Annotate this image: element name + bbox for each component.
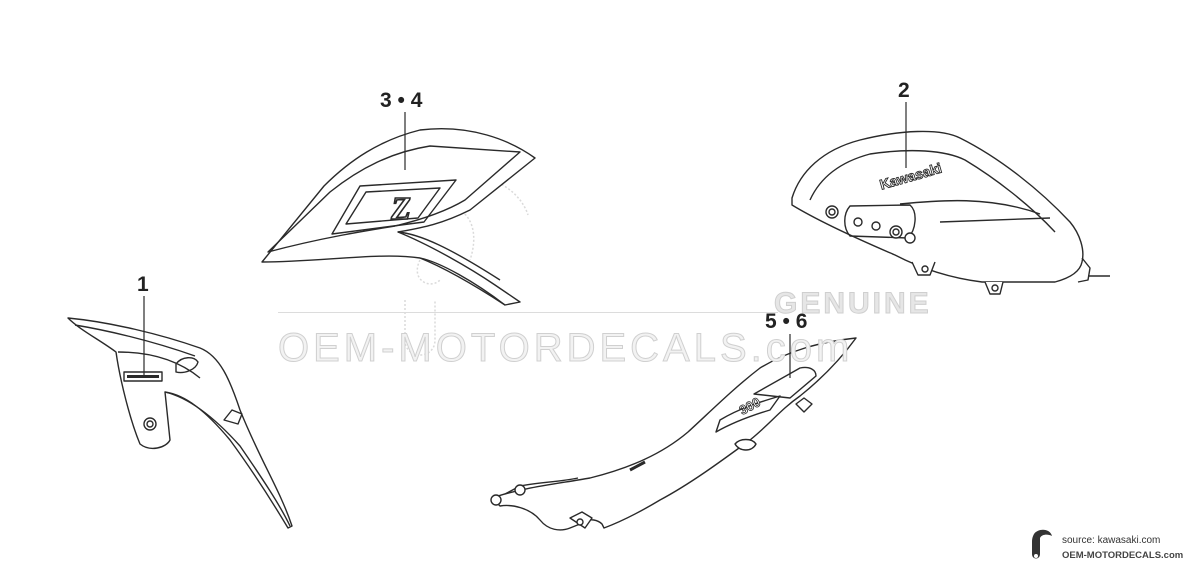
callout-label-3-4: 3 • 4 <box>380 89 423 112</box>
front-fender-part <box>67 317 293 529</box>
z-decal: Z <box>389 189 411 227</box>
watermark-rule <box>278 312 778 313</box>
callout-label-2: 2 <box>898 79 910 102</box>
svg-text:Z: Z <box>390 190 411 226</box>
source-logo-icon <box>1032 529 1052 559</box>
fuel-tank-part <box>791 130 1110 295</box>
source-brand: OEM-MOTORDECALS.com <box>1062 550 1184 561</box>
source-credit: source: kawasaki.com <box>1062 535 1161 546</box>
side-shroud-part <box>261 128 536 306</box>
tail-cover-part <box>490 337 857 531</box>
callout-label-1: 1 <box>137 273 149 296</box>
callout-label-5-6: 5 • 6 <box>765 310 808 333</box>
watermark-genuine: GENUINE <box>774 287 932 321</box>
watermark-brand: OEM-MOTORDECALS.com <box>277 326 854 371</box>
